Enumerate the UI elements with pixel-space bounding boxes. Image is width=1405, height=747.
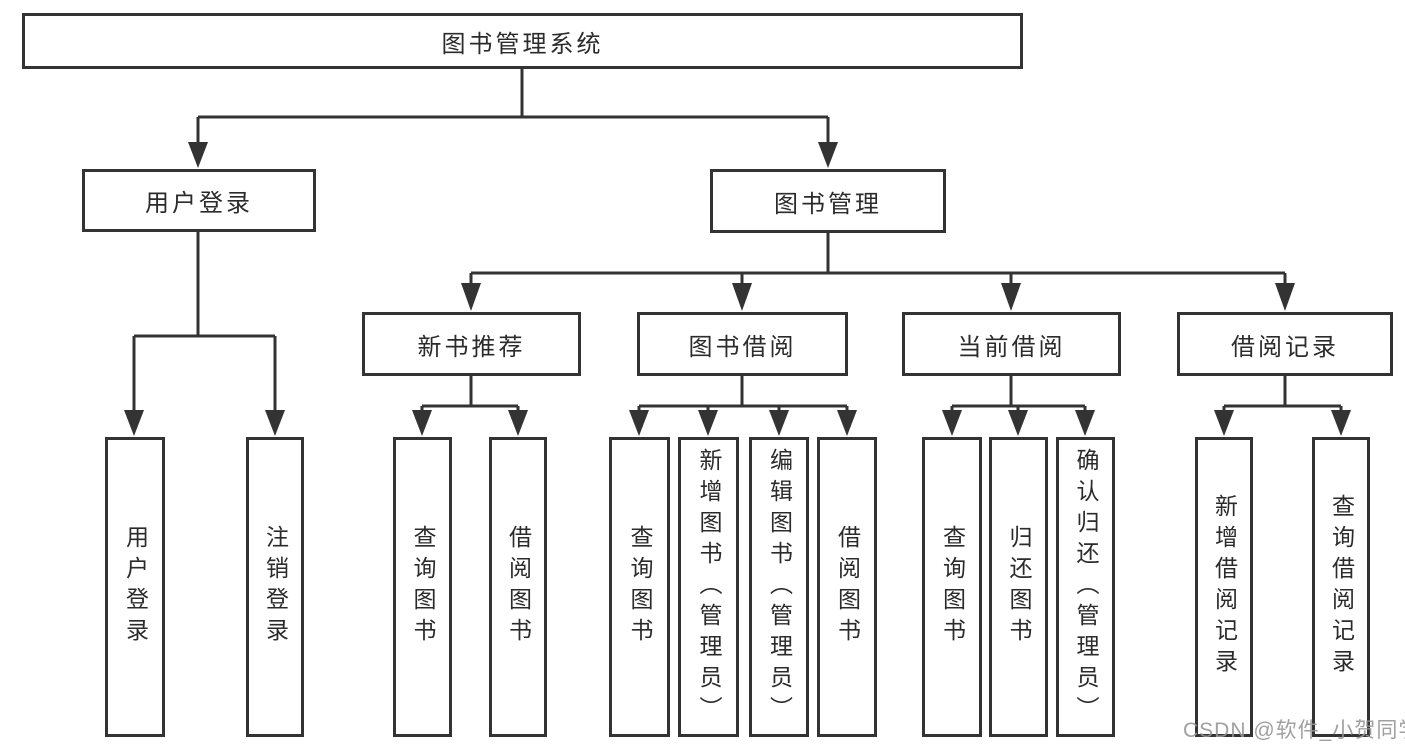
leaf-user-login: 用户登录 <box>105 437 165 737</box>
csdn-watermark: CSDN @软件_小贺同学 <box>1183 719 1405 742</box>
node-label: 归还图书 <box>1006 525 1032 649</box>
node-label: 借阅记录 <box>1231 333 1339 361</box>
node-label: 编辑图书（管理员） <box>766 447 793 727</box>
leaf-query-books-borrowing: 查询图书 <box>609 437 670 737</box>
leaf-logout: 注销登录 <box>246 437 304 737</box>
leaf-borrow-books-recommend: 借阅图书 <box>489 437 547 737</box>
node-label: 查询图书 <box>410 525 436 649</box>
arrowheads <box>124 142 1351 436</box>
node-library-management-system: 图书管理系统 <box>22 13 1023 69</box>
node-label: 借阅图书 <box>505 525 532 649</box>
node-label: 新增借阅记录 <box>1211 494 1238 680</box>
node-user-login: 用户登录 <box>82 169 316 232</box>
leaf-query-books-recommend: 查询图书 <box>393 437 452 737</box>
node-label: 确认归还（管理员） <box>1073 447 1099 727</box>
node-label: 图书管理系统 <box>441 30 604 58</box>
leaf-edit-book-admin: 编辑图书（管理员） <box>749 437 809 737</box>
node-new-book-recommend: 新书推荐 <box>362 312 581 376</box>
node-label: 查询图书 <box>627 525 653 649</box>
node-label: 用户登录 <box>122 525 149 649</box>
leaf-borrow-books: 借阅图书 <box>817 437 877 737</box>
node-label: 图书借阅 <box>688 333 797 361</box>
node-label: 查询图书 <box>939 525 966 649</box>
node-label: 新增图书（管理员） <box>696 447 722 727</box>
node-label: 查询借阅记录 <box>1328 494 1355 680</box>
node-book-borrowing: 图书借阅 <box>637 312 848 376</box>
leaf-return-book: 归还图书 <box>989 437 1048 737</box>
node-label: 图书管理 <box>774 190 882 218</box>
leaf-add-book-admin: 新增图书（管理员） <box>678 437 739 737</box>
node-book-management: 图书管理 <box>710 169 946 233</box>
leaf-query-books-current: 查询图书 <box>922 437 982 737</box>
leaf-add-borrow-record: 新增借阅记录 <box>1195 437 1253 737</box>
leaf-query-borrow-record: 查询借阅记录 <box>1312 437 1370 737</box>
node-label: 借阅图书 <box>834 525 861 649</box>
node-label: 用户登录 <box>145 190 253 217</box>
node-borrowing-records: 借阅记录 <box>1177 312 1393 376</box>
node-label: 注销登录 <box>262 525 289 649</box>
leaf-confirm-return-admin: 确认归还（管理员） <box>1056 437 1115 737</box>
node-label: 新书推荐 <box>417 333 526 361</box>
node-current-borrowing: 当前借阅 <box>902 312 1121 376</box>
node-label: 当前借阅 <box>957 333 1066 361</box>
